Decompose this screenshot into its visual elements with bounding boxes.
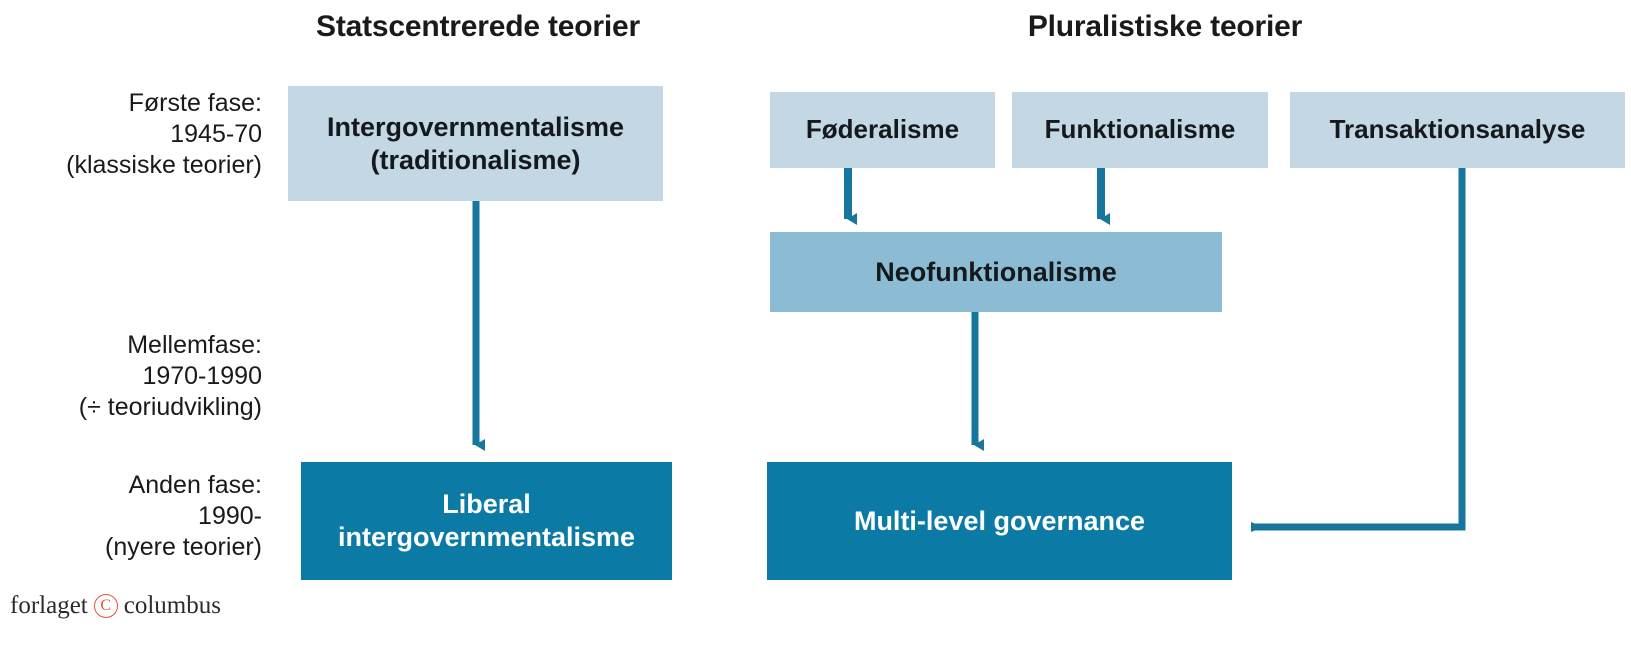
column-title-state-centered: Statscentrerede teorier [316, 10, 640, 43]
box-foderalisme[interactable]: Føderalisme [770, 92, 995, 168]
logo-prefix: forlaget [10, 592, 88, 619]
box-neofunktionalisme[interactable]: Neofunktionalisme [770, 232, 1222, 312]
box-multi-level-governance[interactable]: Multi-level governance [767, 462, 1232, 580]
box-liberal-intergovernmentalisme[interactable]: Liberal intergovernmentalisme [301, 462, 672, 580]
arrow-transaktionsanalyse-to-mlg [1251, 168, 1466, 532]
publisher-logo: forlaget C columbus [10, 592, 221, 620]
phase-label-middle: Mellemfase: 1970-1990 (÷ teoriudvikling) [78, 331, 262, 421]
phase-label-second: Anden fase: 1990- (nyere teorier) [105, 471, 262, 561]
copyright-circle-icon: C [93, 594, 118, 618]
box-transaktionsanalyse[interactable]: Transaktionsanalyse [1290, 92, 1625, 168]
box-funktionalisme[interactable]: Funktionalisme [1012, 92, 1268, 168]
phase-label-first: Første fase: 1945-70 (klassiske teorier) [66, 89, 262, 179]
column-title-pluralist: Pluralistiske teorier [1027, 10, 1303, 43]
box-intergovernmentalisme[interactable]: Intergovernmentalisme (traditionalisme) [288, 86, 663, 201]
logo-suffix: columbus [123, 592, 221, 619]
